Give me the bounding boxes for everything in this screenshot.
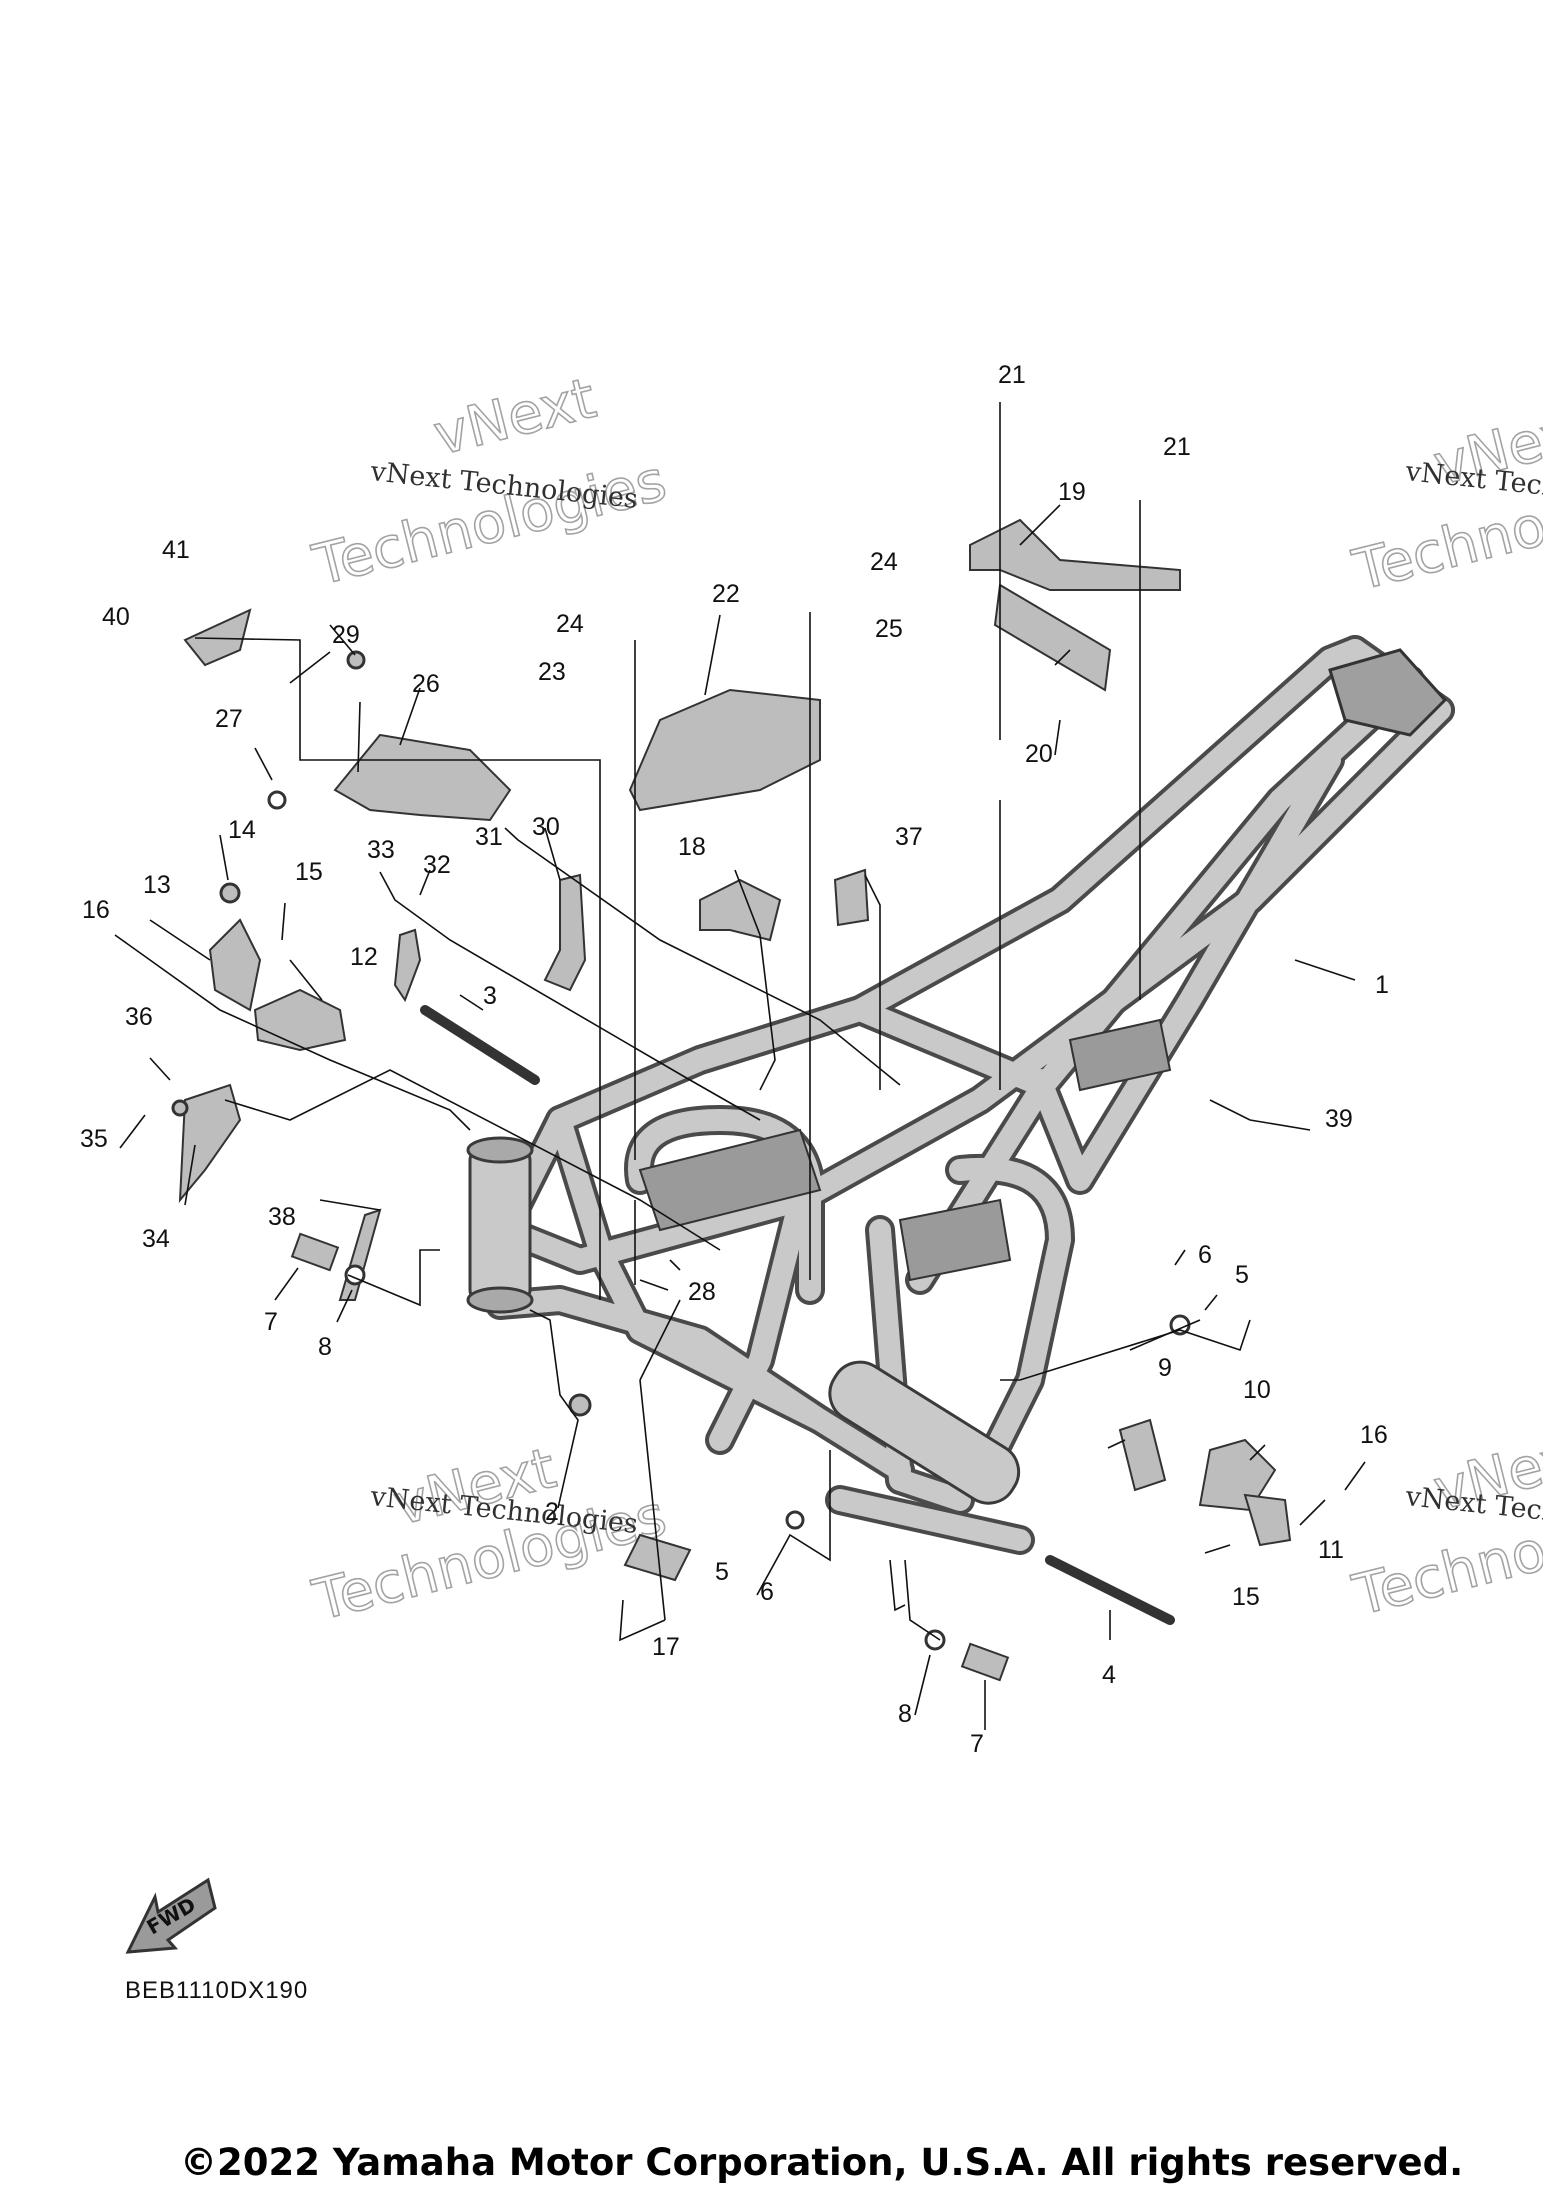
callout-23: 23 xyxy=(538,658,566,686)
callout-33: 33 xyxy=(367,836,395,864)
callout-19: 19 xyxy=(1058,478,1086,506)
main-frame xyxy=(466,635,1455,1555)
copyright-notice: ©2022 Yamaha Motor Corporation, U.S.A. A… xyxy=(180,2141,1463,2184)
callout-40: 40 xyxy=(102,603,130,631)
callout-17: 17 xyxy=(652,1633,680,1661)
fwd-arrow-icon: FWD xyxy=(125,1877,217,1954)
watermark-right-top: vNext Technologies vNext Technologies xyxy=(1346,395,1543,604)
callout-29: 29 xyxy=(332,621,360,649)
callout-36: 36 xyxy=(125,1003,153,1031)
callout-1: 1 xyxy=(1375,971,1389,999)
callout-8a: 8 xyxy=(318,1333,332,1361)
callout-13: 13 xyxy=(143,871,171,899)
watermark-big-vnext: vNext xyxy=(428,366,602,469)
callout-38: 38 xyxy=(268,1203,296,1231)
callout-8b: 8 xyxy=(898,1700,912,1728)
callout-31: 31 xyxy=(475,823,503,851)
callout-21a: 21 xyxy=(998,361,1026,389)
callout-14: 14 xyxy=(228,816,256,844)
callout-24b: 24 xyxy=(870,548,898,576)
callout-7a: 7 xyxy=(264,1308,278,1336)
callout-37: 37 xyxy=(895,823,923,851)
callout-10: 10 xyxy=(1243,1376,1271,1404)
callout-2: 2 xyxy=(545,1498,559,1526)
callout-15b: 15 xyxy=(1232,1583,1260,1611)
callout-9: 9 xyxy=(1158,1354,1172,1382)
callout-30: 30 xyxy=(532,813,560,841)
callout-15a: 15 xyxy=(295,858,323,886)
callout-25: 25 xyxy=(875,615,903,643)
callout-22: 22 xyxy=(712,580,740,608)
callout-11: 11 xyxy=(1318,1536,1344,1564)
callout-27: 27 xyxy=(215,705,243,733)
parts xyxy=(171,518,1292,1682)
callout-35: 35 xyxy=(80,1125,108,1153)
callout-28: 28 xyxy=(688,1278,716,1306)
callout-4: 4 xyxy=(1102,1661,1116,1689)
callout-12: 12 xyxy=(350,943,378,971)
callout-26: 26 xyxy=(412,670,440,698)
callout-41: 41 xyxy=(162,536,190,564)
callout-5a: 5 xyxy=(1235,1261,1249,1289)
callout-20: 20 xyxy=(1025,740,1053,768)
callout-18: 18 xyxy=(678,833,706,861)
callouts: 1 2 3 4 5 5 6 6 7 7 8 8 9 10 11 12 13 14… xyxy=(80,361,1389,1758)
callout-6a: 6 xyxy=(1198,1241,1212,1269)
callout-5b: 5 xyxy=(715,1558,729,1586)
callout-3: 3 xyxy=(483,982,497,1010)
callout-16a: 16 xyxy=(82,896,110,924)
callout-6b: 6 xyxy=(760,1578,774,1606)
callout-21b: 21 xyxy=(1163,433,1191,461)
watermark-left-bottom: vNext Technologies vNext Technologies xyxy=(306,1435,673,1634)
callout-34: 34 xyxy=(142,1225,170,1253)
watermark-right-bottom: vNext Technologies vNext Technologies xyxy=(1346,1420,1543,1629)
diagram-code: BEB1110DX190 xyxy=(125,1977,308,2004)
leader-lines xyxy=(114,402,1366,1730)
callout-16b: 16 xyxy=(1360,1421,1388,1449)
callout-7b: 7 xyxy=(970,1730,984,1758)
callout-24a: 24 xyxy=(556,610,584,638)
callout-32: 32 xyxy=(423,851,451,879)
callout-39: 39 xyxy=(1325,1105,1353,1133)
watermark-left-top: vNext Technologies vNext Technologies xyxy=(306,365,673,599)
